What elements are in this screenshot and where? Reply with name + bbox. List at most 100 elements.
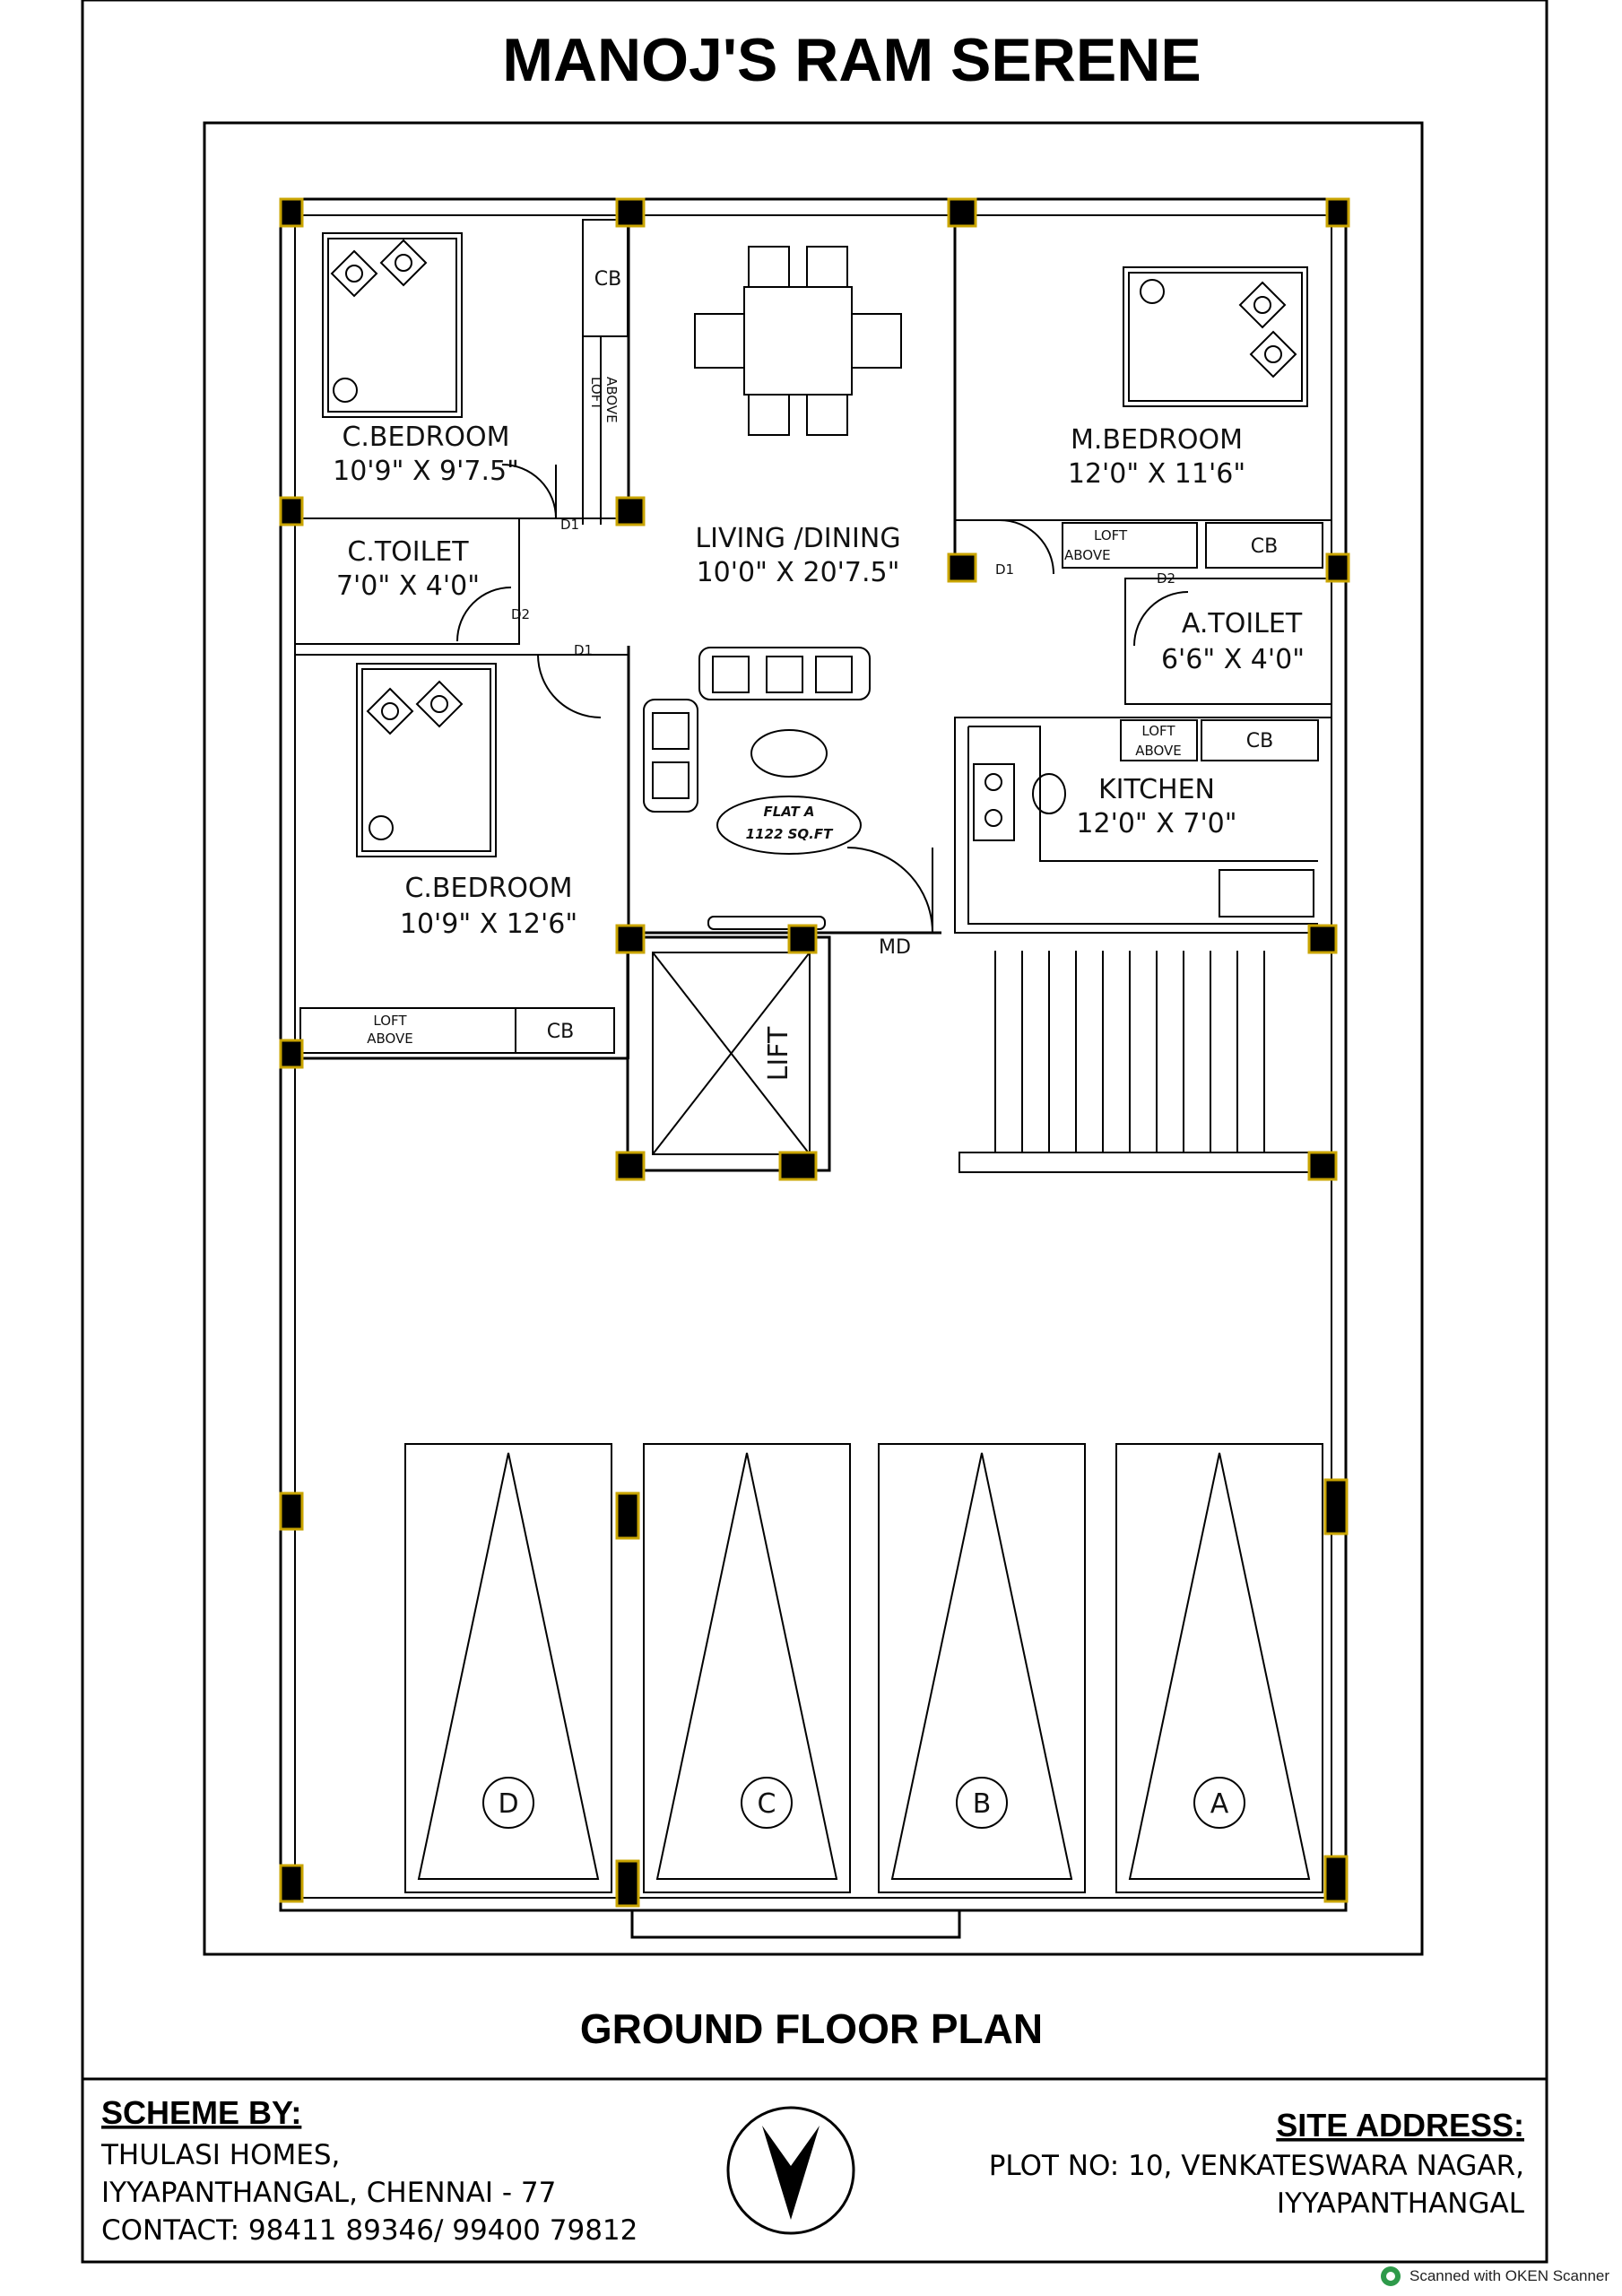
lift-car — [652, 952, 811, 1155]
lift-cross — [652, 952, 811, 1155]
site-line-2: IYYAPANTHANGAL — [1277, 2187, 1525, 2220]
plan-title: GROUND FLOOR PLAN — [580, 2005, 1043, 2052]
m-bedroom-outline — [954, 214, 1332, 521]
sheet-border — [81, 0, 1548, 2264]
flat-name-label: FLAT A — [763, 804, 814, 820]
flat-area-badge — [716, 796, 862, 855]
scanner-text: Scanned with OKEN Scanner — [1409, 2267, 1610, 2284]
kitchen-outline — [954, 717, 1332, 934]
door-swing-d2 — [456, 587, 512, 642]
room-name-kitchen: KITCHEN — [1098, 774, 1215, 805]
burner-icon — [984, 809, 1002, 827]
door-swing-d1b — [537, 654, 602, 718]
door-swing-m — [999, 519, 1054, 575]
lamp-icon — [369, 815, 394, 840]
scanner-watermark: Scanned with OKEN Scanner — [1381, 2266, 1609, 2286]
door-swing-d2a — [1133, 591, 1189, 647]
sofa-icon — [643, 647, 871, 813]
stove-icon — [973, 763, 1015, 841]
closet-cb-m — [1205, 522, 1323, 569]
room-name-c-bedroom-2: C.BEDROOM — [404, 873, 572, 904]
loft-label: LOFT — [373, 1013, 407, 1029]
plot-boundary — [203, 121, 1424, 1956]
parking-label-d: D — [498, 1788, 518, 1820]
burner-icon — [984, 773, 1002, 791]
bed-c-bedroom-1 — [322, 232, 463, 418]
room-size-c-bedroom-1: 10'9" X 9'7.5" — [333, 456, 519, 487]
room-size-m-bedroom: 12'0" X 11'6" — [1068, 458, 1245, 490]
room-name-a-toilet: A.TOILET — [1182, 608, 1303, 639]
loft-label: LOFT — [588, 377, 604, 411]
bed-m-bedroom-inner — [1128, 272, 1303, 402]
parking-bay-c — [643, 1443, 851, 1893]
door-label-d1b: D1 — [574, 642, 593, 658]
loft-above-m — [1062, 522, 1198, 569]
door-swing-d1 — [501, 464, 557, 519]
parking-label-b: B — [973, 1788, 992, 1820]
room-name-m-bedroom: M.BEDROOM — [1071, 424, 1243, 456]
lamp-icon — [333, 378, 358, 403]
front-projection — [630, 1910, 961, 1939]
north-arrow-icon — [726, 2106, 855, 2235]
door-label-d1: D1 — [560, 517, 579, 533]
parking-label-a: A — [1210, 1788, 1229, 1820]
closet-cb-k — [1201, 719, 1319, 761]
cb-label: CB — [547, 1021, 574, 1043]
room-size-c-toilet: 7'0" X 4'0" — [336, 570, 480, 602]
lamp-icon — [1140, 279, 1165, 304]
parking-bay-d — [404, 1443, 612, 1893]
kitchen-counter — [967, 726, 1318, 925]
loft-label: LOFT — [1094, 527, 1128, 544]
door-label-d2a: D2 — [1157, 570, 1175, 587]
structural-columns — [279, 197, 1350, 1908]
room-name-c-toilet: C.TOILET — [347, 536, 469, 568]
parking-bay-a — [1115, 1443, 1323, 1893]
scheme-line-1: THULASI HOMES, — [100, 2139, 340, 2171]
site-line-1: PLOT NO: 10, VENKATESWARA NAGAR, — [989, 2150, 1524, 2182]
above-label: ABOVE — [1135, 743, 1182, 759]
above-label: ABOVE — [367, 1031, 413, 1047]
loft-label: LOFT — [1141, 723, 1175, 739]
scheme-line-2: IYYAPANTHANGAL, CHENNAI - 77 — [101, 2177, 556, 2209]
person-icon — [1032, 773, 1066, 814]
main-door-label: MD — [879, 936, 911, 959]
pillow-icon — [1238, 281, 1297, 378]
lift-label: LIFT — [763, 1026, 794, 1081]
cb-label: CB — [1246, 730, 1273, 752]
above-label: ABOVE — [603, 377, 620, 423]
bed-c-bedroom-1-inner — [327, 238, 457, 413]
kitchen-counter-inner — [968, 726, 1318, 862]
door-label-d2: D2 — [511, 606, 530, 622]
pillow-icon — [366, 680, 464, 735]
room-size-c-bedroom-2: 10'9" X 12'6" — [400, 909, 577, 940]
room-name-living: LIVING /DINING — [695, 523, 900, 554]
cb-label: CB — [594, 268, 621, 291]
pillow-icon — [330, 239, 428, 298]
dining-table-icon — [694, 246, 902, 436]
bed-c-bedroom-2 — [356, 663, 497, 857]
bed-m-bedroom — [1123, 266, 1308, 407]
sink-icon — [1219, 869, 1314, 918]
lift-shaft — [626, 935, 831, 1172]
parking-label-c: C — [758, 1788, 776, 1820]
door-label-d1m: D1 — [995, 561, 1014, 578]
closet-cb-2 — [515, 1007, 615, 1054]
site-heading: SITE ADDRESS: — [1276, 2107, 1524, 2144]
parking-bay-b — [878, 1443, 1086, 1893]
main-door-swing — [846, 847, 933, 934]
scanner-logo-icon — [1381, 2266, 1401, 2286]
coffee-table-icon — [750, 729, 828, 778]
room-size-kitchen: 12'0" X 7'0" — [1076, 808, 1236, 839]
above-label: ABOVE — [1064, 547, 1111, 563]
a-toilet-outline — [1124, 578, 1332, 705]
room-name-c-bedroom-1: C.BEDROOM — [342, 422, 509, 453]
room-size-living: 10'0" X 20'7.5" — [697, 557, 900, 588]
c-toilet-outline — [294, 517, 520, 645]
drawing-title: MANOJ'S RAM SERENE — [502, 26, 1201, 94]
bed-c-bedroom-2-inner — [361, 668, 491, 852]
scheme-heading: SCHEME BY: — [101, 2094, 301, 2131]
scheme-line-3: CONTACT: 98411 89346/ 99400 79812 — [101, 2214, 638, 2247]
room-size-a-toilet: 6'6" X 4'0" — [1161, 644, 1305, 675]
staircase — [958, 951, 1332, 1173]
